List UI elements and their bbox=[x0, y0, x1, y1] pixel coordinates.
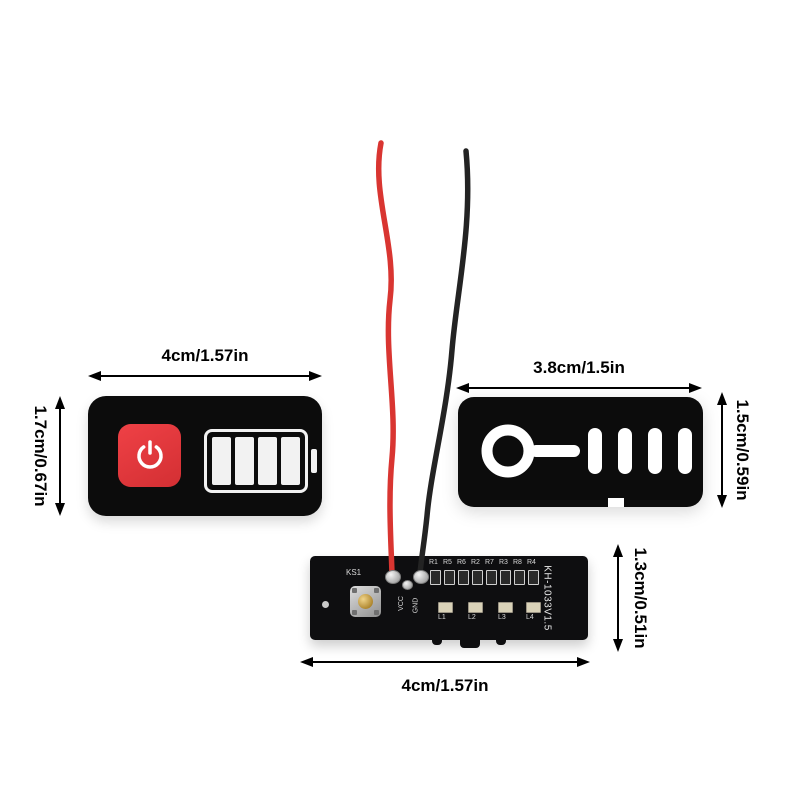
led bbox=[468, 602, 483, 613]
arrowhead-down bbox=[55, 503, 65, 516]
dimension-left-sticker-width: 4cm/1.57in bbox=[88, 346, 322, 384]
led-label: L4 bbox=[526, 614, 534, 621]
dimension-line bbox=[99, 375, 311, 377]
dimension-line bbox=[311, 661, 579, 663]
battery-bar bbox=[212, 437, 231, 485]
black-wire bbox=[417, 148, 471, 577]
dimension-line bbox=[59, 407, 61, 505]
power-button-cutout bbox=[481, 424, 535, 478]
arrowhead-left bbox=[300, 657, 313, 667]
led bbox=[498, 602, 513, 613]
dimension-line bbox=[467, 387, 691, 389]
battery-bar-cutout bbox=[678, 428, 692, 474]
battery-bar bbox=[281, 437, 300, 485]
vcc-label: VCC bbox=[397, 596, 405, 611]
resistor bbox=[430, 570, 441, 585]
resistor-label: R6 bbox=[457, 559, 466, 566]
pcb-bottom-tab bbox=[460, 640, 480, 648]
arrowhead-up bbox=[717, 392, 727, 405]
resistor bbox=[514, 570, 525, 585]
pcb-board: KS1 VCC GND R1 R5 R6 R2 R7 R3 R8 R4 bbox=[310, 556, 588, 648]
power-icon bbox=[136, 439, 163, 469]
bottom-notch-cutout bbox=[608, 498, 624, 507]
arrowhead-right bbox=[309, 371, 322, 381]
arrowhead-down bbox=[717, 495, 727, 508]
dimension-label: 1.3cm/0.51in bbox=[631, 547, 650, 649]
dimension-pcb-width: 4cm/1.57in bbox=[300, 654, 590, 695]
power-button bbox=[118, 424, 181, 487]
resistor-label: R3 bbox=[499, 559, 508, 566]
dimension-right-sticker-width: 3.8cm/1.5in bbox=[456, 358, 702, 396]
switch-pin bbox=[374, 610, 379, 615]
dimension-right-sticker-height: 1.5cm/0.59in bbox=[714, 392, 752, 508]
solder-joint bbox=[385, 570, 401, 584]
stem-cutout bbox=[530, 445, 580, 457]
resistor bbox=[458, 570, 469, 585]
dimension-left-sticker-height: 1.7cm/0.67in bbox=[31, 396, 68, 516]
led bbox=[438, 602, 453, 613]
arrowhead-right bbox=[577, 657, 590, 667]
solder-joint bbox=[402, 580, 413, 590]
dimension-label: 1.5cm/0.59in bbox=[733, 399, 752, 501]
battery-bar bbox=[258, 437, 277, 485]
arrowhead-left bbox=[456, 383, 469, 393]
pcb-bottom-tab bbox=[496, 640, 506, 645]
resistor bbox=[528, 570, 539, 585]
tactile-switch bbox=[350, 586, 381, 617]
dimension-pcb-height: 1.3cm/0.51in bbox=[610, 544, 650, 652]
battery-bar-cutout bbox=[648, 428, 662, 474]
resistor bbox=[486, 570, 497, 585]
resistor-label: R2 bbox=[471, 559, 480, 566]
resistor bbox=[472, 570, 483, 585]
led-label: L2 bbox=[468, 614, 476, 621]
resistor bbox=[444, 570, 455, 585]
red-wire bbox=[375, 140, 396, 577]
dimension-label: 3.8cm/1.5in bbox=[533, 358, 625, 377]
pcb-model-text: KH-1033V1.5 bbox=[541, 565, 553, 631]
arrowhead-left bbox=[88, 371, 101, 381]
switch-pin bbox=[374, 588, 379, 593]
resistor bbox=[500, 570, 511, 585]
arrowhead-up bbox=[613, 544, 623, 557]
resistor-label: R8 bbox=[513, 559, 522, 566]
arrowhead-down bbox=[613, 639, 623, 652]
dimension-label: 1.7cm/0.67in bbox=[31, 405, 50, 507]
solder-joint bbox=[413, 570, 429, 584]
resistor-label: R1 bbox=[429, 559, 438, 566]
left-indicator-sticker bbox=[88, 396, 322, 516]
dimension-line bbox=[617, 555, 619, 641]
led-label: L1 bbox=[438, 614, 446, 621]
gnd-label: GND bbox=[412, 597, 420, 614]
switch-label: KS1 bbox=[346, 568, 362, 577]
led-label: L3 bbox=[498, 614, 506, 621]
battery-bar-cutout bbox=[588, 428, 602, 474]
resistor-label: R7 bbox=[485, 559, 494, 566]
battery-bar-cutout bbox=[618, 428, 632, 474]
arrowhead-up bbox=[55, 396, 65, 409]
resistor-label: R4 bbox=[527, 559, 536, 566]
pcb-bottom-tab bbox=[432, 640, 442, 645]
switch-pin bbox=[352, 610, 357, 615]
switch-actuator bbox=[358, 594, 373, 609]
dimension-line bbox=[721, 403, 723, 497]
arrowhead-right bbox=[689, 383, 702, 393]
right-indicator-sticker bbox=[458, 397, 703, 507]
switch-pin bbox=[352, 588, 357, 593]
solder-pad-hole bbox=[322, 601, 329, 608]
resistor-label: R5 bbox=[443, 559, 452, 566]
dimension-label: 4cm/1.57in bbox=[401, 676, 489, 695]
dimension-label: 4cm/1.57in bbox=[161, 346, 249, 365]
battery-icon bbox=[204, 429, 308, 493]
led bbox=[526, 602, 541, 613]
battery-bar bbox=[235, 437, 254, 485]
